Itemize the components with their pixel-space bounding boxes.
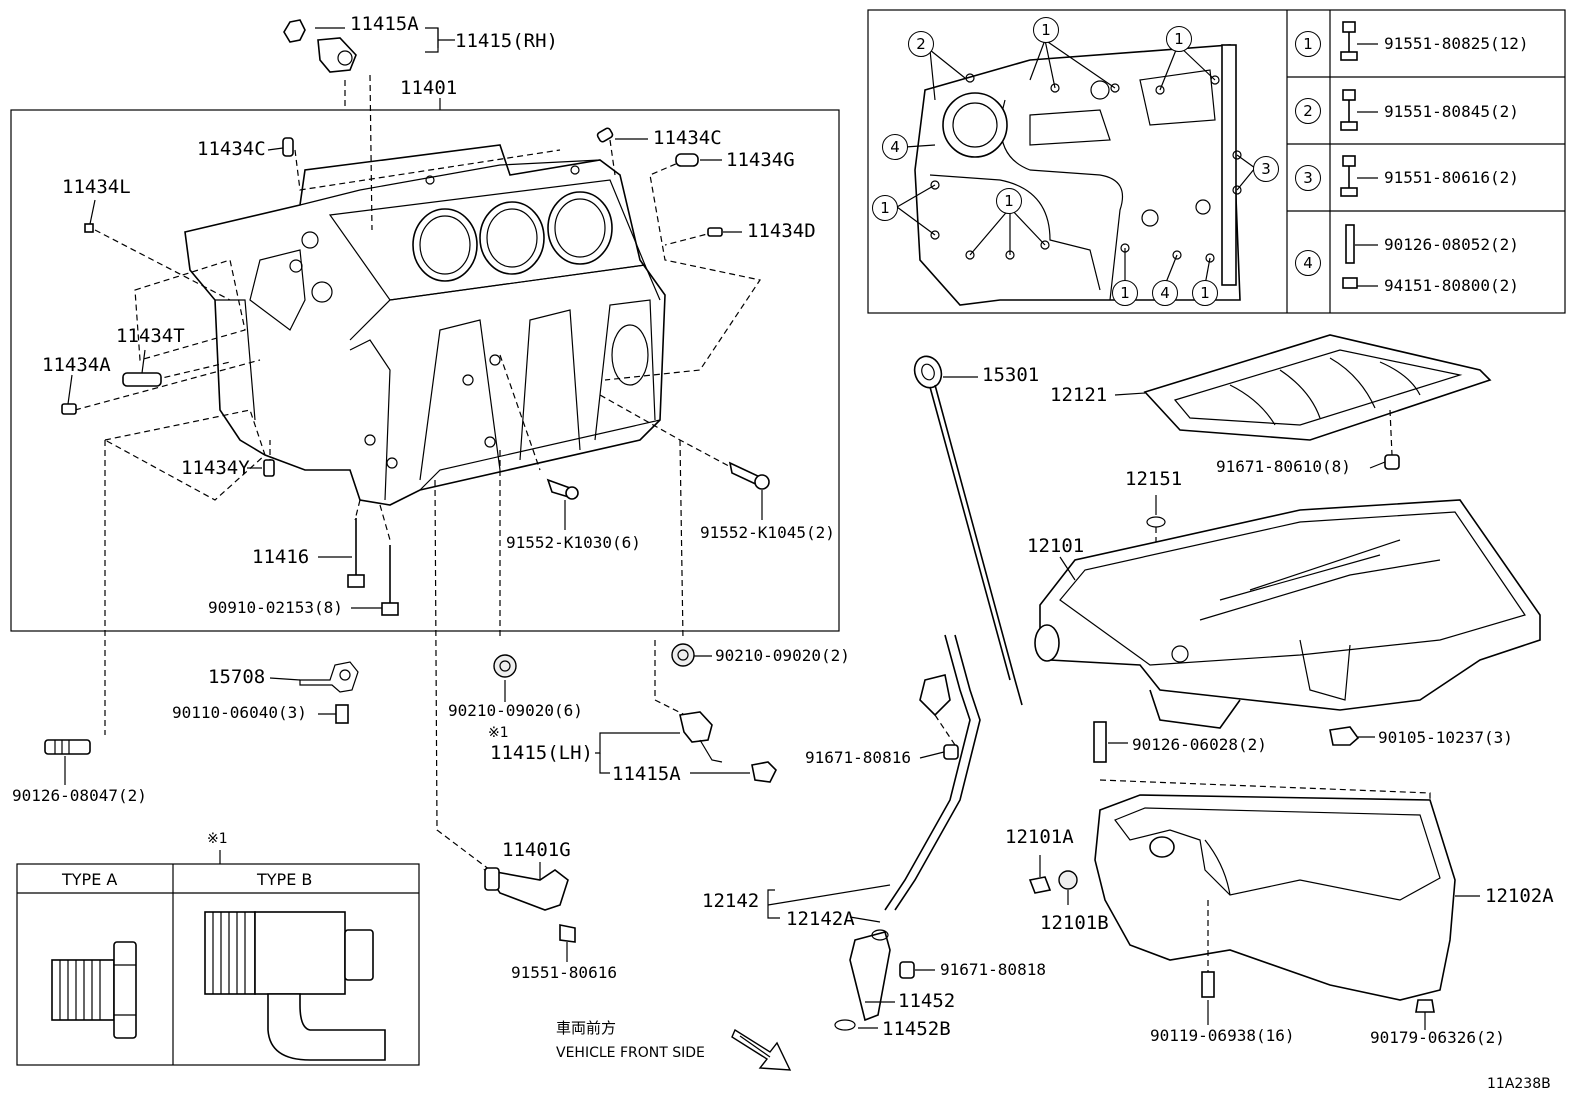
label-15301: 15301 bbox=[982, 364, 1040, 386]
small-fasteners bbox=[61, 127, 770, 616]
cylinder-block-drawing bbox=[184, 144, 666, 506]
type-b-label: TYPE B bbox=[257, 870, 313, 889]
bolt-table-part-2: 91551-80845(2) bbox=[1384, 102, 1519, 121]
front-direction-arrow bbox=[731, 1028, 792, 1071]
label-11434t: 11434T bbox=[116, 325, 185, 347]
label-11434c-right: 11434C bbox=[653, 127, 722, 149]
bolt-table-ref-2: 2 bbox=[1295, 98, 1321, 124]
label-11434g: 11434G bbox=[726, 149, 795, 171]
label-11415a-bottom: 11415A bbox=[612, 763, 681, 785]
label-91671-80818: 91671-80818 bbox=[940, 960, 1046, 979]
engine-block-frame bbox=[10, 109, 840, 632]
label-90126-08047: 90126-08047(2) bbox=[12, 786, 147, 805]
label-12101b: 12101B bbox=[1040, 912, 1109, 934]
oil-baffle-drawing bbox=[1143, 334, 1492, 441]
block-leader-lines bbox=[74, 74, 761, 871]
label-11452b: 11452B bbox=[882, 1018, 951, 1040]
label-90910-02153: 90910-02153(8) bbox=[208, 598, 343, 617]
inset-callout-4-bottom: 4 bbox=[1152, 280, 1178, 306]
bolt-table-part-1: 91551-80825(12) bbox=[1384, 34, 1529, 53]
sensor-11401g-drawing bbox=[483, 867, 576, 943]
type-box-frame bbox=[16, 863, 420, 1066]
inset-callout-3: 3 bbox=[1253, 156, 1279, 182]
washer-left bbox=[493, 654, 517, 678]
inset-callout-1-bottom-b: 1 bbox=[1192, 280, 1218, 306]
inset-callout-1-top-a: 1 bbox=[1033, 17, 1059, 43]
type-a-drawing bbox=[51, 941, 137, 1039]
label-11434l: 11434L bbox=[62, 176, 131, 198]
label-11415-lh: 11415(LH) bbox=[490, 742, 593, 764]
type-a-label: TYPE A bbox=[62, 870, 118, 889]
inset-callout-1-bottom-a: 1 bbox=[1112, 280, 1138, 306]
label-12102a: 12102A bbox=[1485, 885, 1554, 907]
inset-leaders bbox=[896, 39, 1256, 286]
label-11415-rh: 11415(RH) bbox=[455, 30, 558, 52]
knock-sensor-lh-drawing bbox=[679, 711, 777, 783]
label-11416: 11416 bbox=[252, 546, 310, 568]
label-90210-09020-6: 90210-09020(6) bbox=[448, 701, 583, 720]
upper-oil-pan-drawing bbox=[1034, 499, 1541, 729]
label-12101a: 12101A bbox=[1005, 826, 1074, 848]
label-12142a: 12142A bbox=[786, 908, 855, 930]
label-12142: 12142 bbox=[702, 890, 760, 912]
label-90126-06028: 90126-06028(2) bbox=[1132, 735, 1267, 754]
label-12101: 12101 bbox=[1027, 535, 1085, 557]
label-11401g: 11401G bbox=[502, 839, 571, 861]
bolt-inset-frame bbox=[867, 9, 1566, 314]
bolt-table-ref-4: 4 bbox=[1295, 250, 1321, 276]
label-90105-10237: 90105-10237(3) bbox=[1378, 728, 1513, 747]
label-91671-80610: 91671-80610(8) bbox=[1216, 457, 1351, 476]
label-90210-09020-2: 90210-09020(2) bbox=[715, 646, 850, 665]
direction-label-en: VEHICLE FRONT SIDE bbox=[556, 1045, 705, 1061]
inset-callout-1-mid: 1 bbox=[996, 188, 1022, 214]
stud-bolt-drawing bbox=[44, 739, 91, 755]
type-b-drawing bbox=[204, 911, 386, 1061]
inset-callout-1-left: 1 bbox=[872, 195, 898, 221]
label-15708: 15708 bbox=[208, 666, 266, 688]
label-11434a: 11434A bbox=[42, 354, 111, 376]
label-12151: 12151 bbox=[1125, 468, 1183, 490]
bolt-table-part-4a: 90126-08052(2) bbox=[1384, 235, 1519, 254]
dipstick-drawing bbox=[913, 355, 1023, 706]
lower-oil-pan-drawing bbox=[1094, 794, 1456, 1001]
bolt-table-part-3: 91551-80616(2) bbox=[1384, 168, 1519, 187]
label-90119-06938: 90119-06938(16) bbox=[1150, 1026, 1295, 1045]
type-box-header-mark: ※1 bbox=[207, 831, 228, 847]
inset-callout-2: 2 bbox=[908, 31, 934, 57]
label-91552-k1045: 91552-K1045(2) bbox=[700, 523, 835, 542]
bolt-table-part-4b: 94151-80800(2) bbox=[1384, 276, 1519, 295]
label-90110-06040: 90110-06040(3) bbox=[172, 703, 307, 722]
sensor-15708-drawing bbox=[299, 661, 359, 724]
bolt-table-ref-1: 1 bbox=[1295, 31, 1321, 57]
bolt-table-ref-3: 3 bbox=[1295, 165, 1321, 191]
timing-cover-drawing bbox=[914, 44, 1242, 306]
inset-callout-1-top-b: 1 bbox=[1166, 26, 1192, 52]
label-91551-80616-bottom: 91551-80616 bbox=[511, 963, 617, 982]
label-11452: 11452 bbox=[898, 990, 956, 1012]
label-91552-k1030: 91552-K1030(6) bbox=[506, 533, 641, 552]
bolt-table-icons bbox=[1340, 21, 1358, 289]
knock-sensor-rh-drawing bbox=[283, 19, 357, 73]
label-12121: 12121 bbox=[1050, 384, 1108, 406]
label-11415a-top: 11415A bbox=[350, 13, 419, 35]
label-note-mark-1: ※1 bbox=[488, 725, 509, 741]
label-11401: 11401 bbox=[400, 77, 458, 99]
washer-right bbox=[671, 643, 695, 667]
label-90179-06326: 90179-06326(2) bbox=[1370, 1028, 1505, 1047]
label-11434c-left: 11434C bbox=[197, 138, 266, 160]
inset-callout-4-left: 4 bbox=[882, 134, 908, 160]
dipstick-guide-drawing bbox=[834, 634, 981, 1031]
label-11434d: 11434D bbox=[747, 220, 816, 242]
label-91671-80816: 91671-80816 bbox=[805, 748, 911, 767]
direction-label-jp: 車両前方 bbox=[556, 1019, 617, 1037]
figure-code: 11A238B bbox=[1487, 1076, 1551, 1092]
label-11434y: 11434Y bbox=[181, 457, 250, 479]
